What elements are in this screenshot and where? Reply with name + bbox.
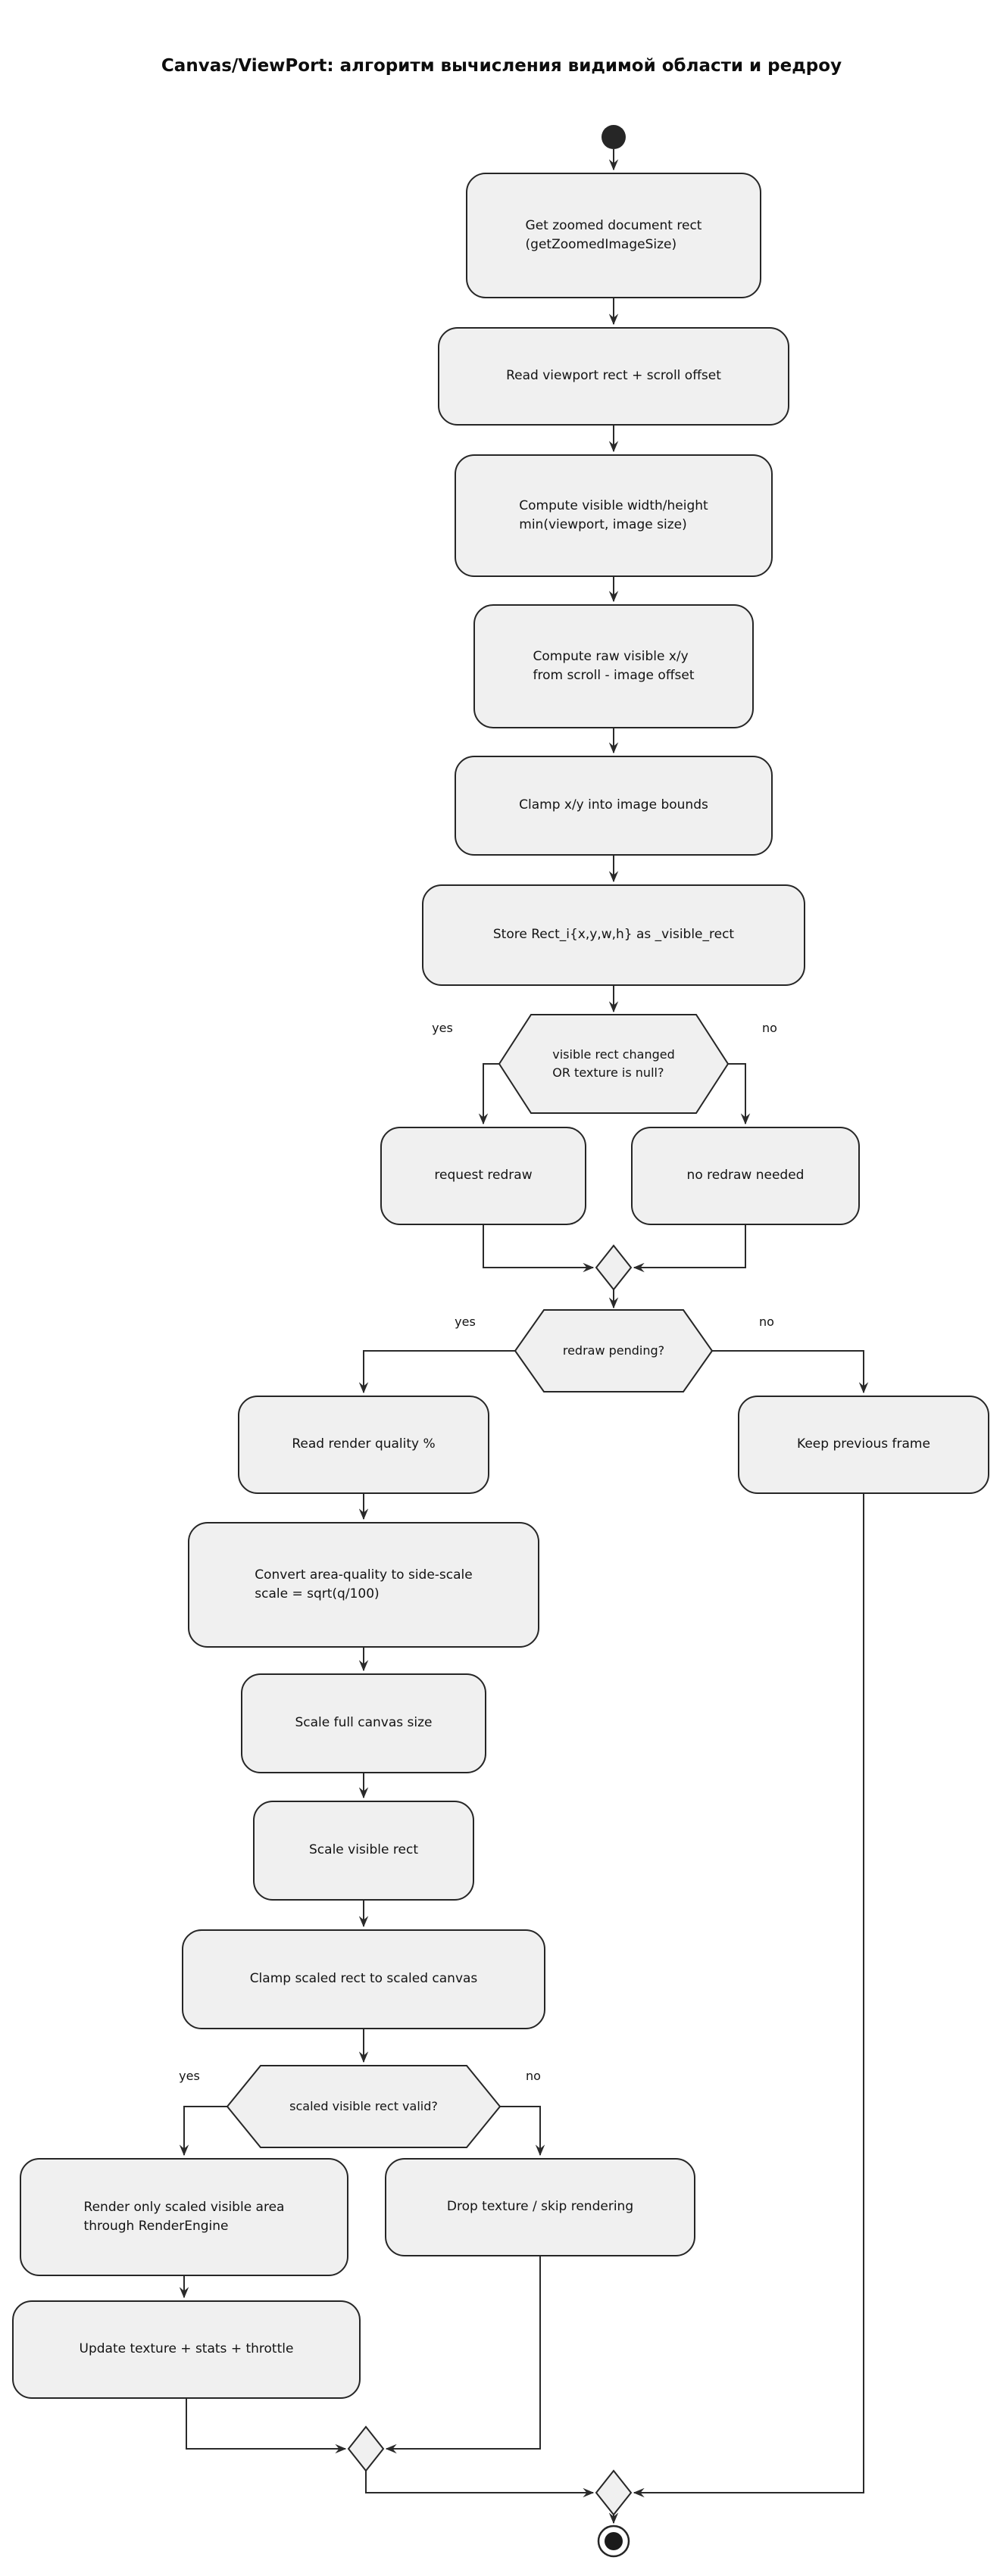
node-label: Get zoomed document rect (getZoomedImage… [525,217,702,253]
connector-drop-to-merge2 [385,2256,541,2454]
node-label: Scale visible rect [309,1842,418,1858]
node-clamp-xy: Clamp x/y into image bounds [455,756,773,856]
node-label: Clamp scaled rect to scaled canvas [249,1971,478,1987]
branch-label-valid-yes: yes [179,2069,200,2083]
node-read-quality: Read render quality % [238,1396,489,1494]
decision-pending-hexagon [514,1309,714,1392]
connector-request-redraw-to-merge1 [483,1225,595,1273]
node-label: Compute visible width/height min(viewpor… [519,497,708,533]
branch-label-pending-no: no [759,1315,774,1329]
node-no-redraw: no redraw needed [631,1127,860,1225]
node-label: Render only scaled visible area through … [83,2199,285,2235]
node-read-viewport: Read viewport rect + scroll offset [438,327,789,426]
connector-merge2-to-merge3 [365,2471,595,2498]
node-keep-frame: Keep previous frame [738,1396,989,1494]
connector-changed-no-to-no-redraw [728,1063,751,1125]
decision-changed-hexagon [498,1014,730,1114]
end-node [597,2525,630,2558]
start-node [601,125,626,149]
connector-valid-no-to-drop [500,2106,545,2157]
branch-label-changed-no: no [762,1021,777,1035]
node-label: request redraw [434,1168,533,1184]
branch-label-changed-yes: yes [432,1021,453,1035]
connector-keep-frame-to-merge3 [633,1494,864,2498]
node-get-zoomed-rect: Get zoomed document rect (getZoomedImage… [466,173,761,298]
node-request-redraw: request redraw [380,1127,586,1225]
node-label: Drop texture / skip rendering [446,2199,634,2215]
node-clamp-scaled: Clamp scaled rect to scaled canvas [182,1929,545,2029]
node-label: Update texture + stats + throttle [79,2341,294,2357]
node-drop-texture: Drop texture / skip rendering [385,2158,695,2256]
node-store-rect: Store Rect_i{x,y,w,h} as _visible_rect [422,884,805,986]
node-scale-canvas: Scale full canvas size [241,1673,486,1773]
connector-valid-yes-to-render [179,2106,227,2157]
connector-update-to-merge2 [186,2399,347,2454]
merge-diamond-render [347,2425,385,2472]
merge-diamond-final [595,2469,633,2516]
node-label: no redraw needed [686,1168,805,1184]
node-label: Read render quality % [292,1436,436,1452]
node-convert-quality: Convert area-quality to side-scale scale… [188,1522,539,1648]
branch-label-pending-yes: yes [455,1315,476,1329]
node-compute-wh: Compute visible width/height min(viewpor… [455,454,773,577]
node-label: Store Rect_i{x,y,w,h} as _visible_rect [492,927,735,943]
decision-valid-hexagon [226,2065,502,2148]
connector-pending-yes-to-read-quality [358,1350,515,1394]
node-label: Clamp x/y into image bounds [519,797,708,813]
merge-diamond-redraw [595,1244,633,1291]
connector-no-redraw-to-merge1 [633,1225,746,1273]
node-label: Keep previous frame [797,1436,930,1452]
connector-pending-no-to-keep-frame [712,1350,869,1394]
node-label: Compute raw visible x/y from scroll - im… [533,648,695,684]
branch-label-valid-no: no [526,2069,541,2083]
connector-changed-yes-to-request-redraw [478,1063,499,1125]
node-label: Scale full canvas size [295,1715,433,1731]
page-title: Canvas/ViewPort: алгоритм вычисления вид… [161,56,842,76]
node-render-visible: Render only scaled visible area through … [20,2158,348,2276]
node-label: Convert area-quality to side-scale scale… [255,1567,473,1602]
node-label: Read viewport rect + scroll offset [506,368,721,384]
node-compute-xy: Compute raw visible x/y from scroll - im… [473,604,754,728]
node-scale-rect: Scale visible rect [253,1801,474,1901]
node-update-texture: Update texture + stats + throttle [12,2300,361,2399]
